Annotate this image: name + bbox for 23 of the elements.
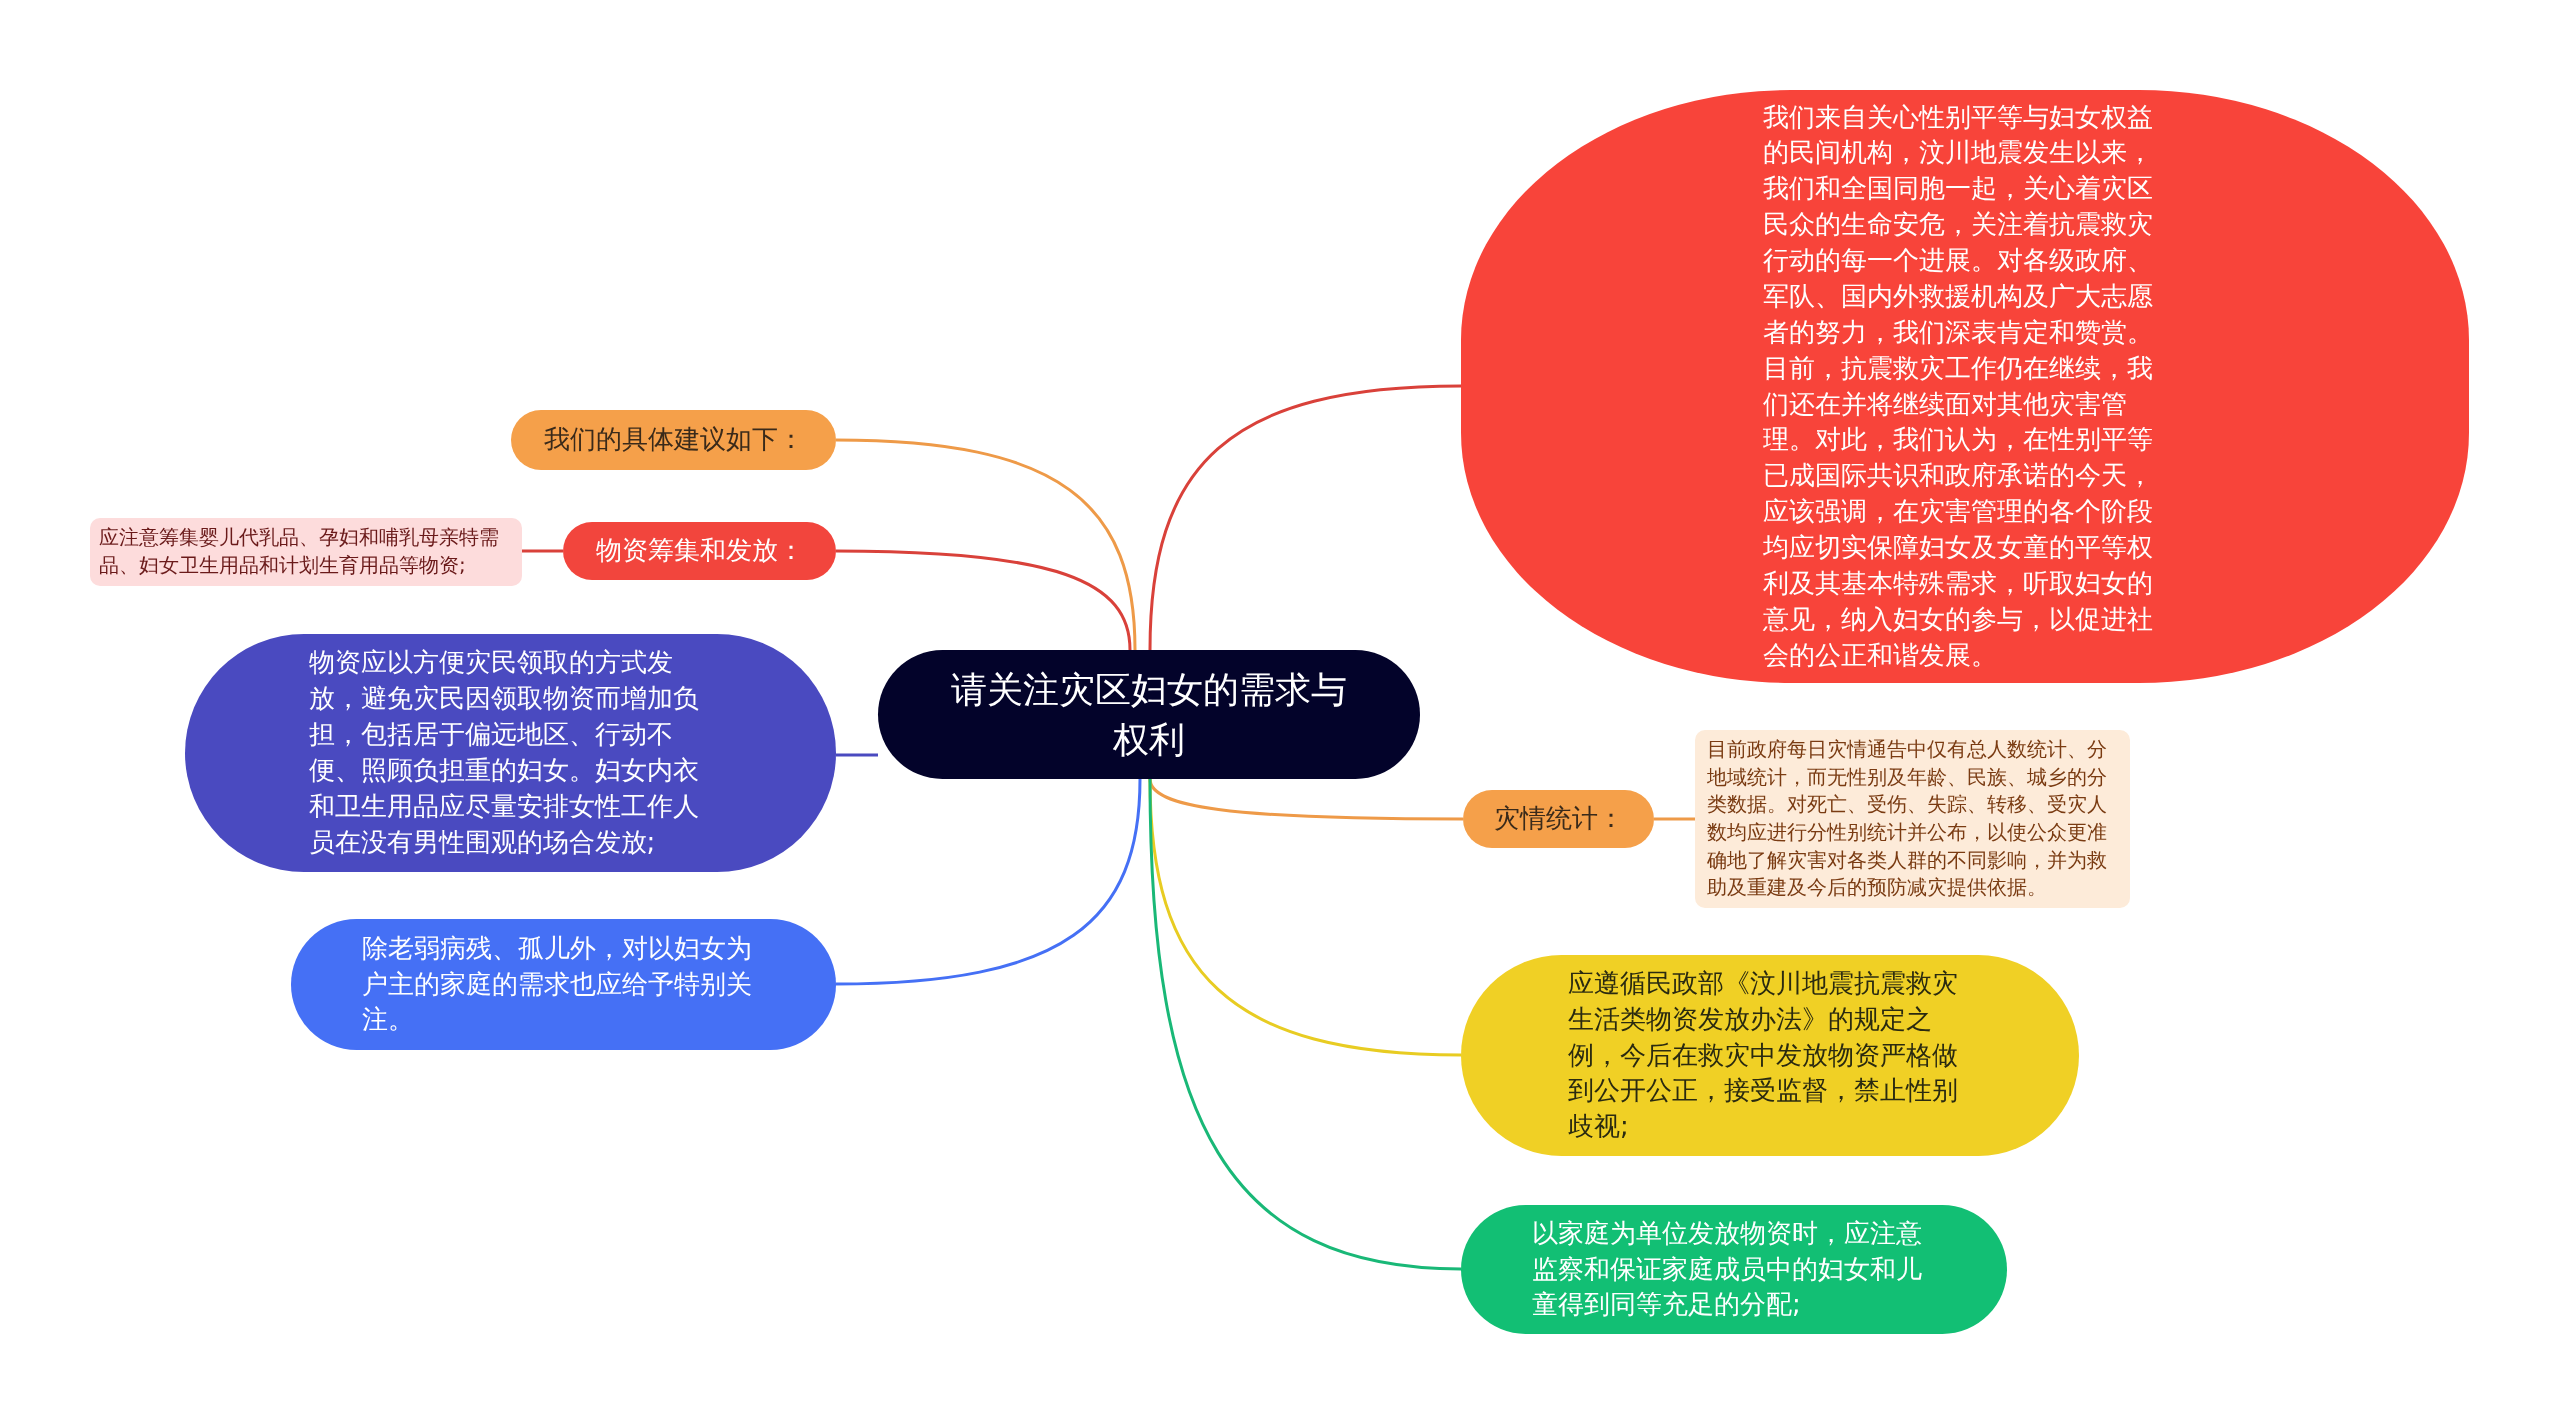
topic-text: 以家庭为单位发放物资时，应注意监察和保证家庭成员中的妇女和儿童得到同等充足的分配; [1532, 1216, 1923, 1322]
connector-line [836, 753, 878, 757]
topic-text: 请关注灾区妇女的需求与权利 [950, 667, 1348, 762]
connector-line [836, 549, 1132, 651]
connector-line [1148, 384, 1462, 651]
topic-text: 物资应以方便灾民领取的方式发放，避免灾民因领取物资而增加负担，包括居于偏远地区、行动不便、照顾负担重的妇女。妇女内衣和卫生用品应尽量安排女性工作人员在没有男性围观的场合发放; [308, 646, 700, 859]
topic-text: 灾情统计： [1492, 802, 1625, 836]
topic-text: 除老弱病残、孤儿外，对以妇女为户主的家庭的需求也应给予特别关注。 [361, 931, 753, 1037]
connector-line [835, 438, 1137, 651]
topic-bubble [563, 522, 836, 580]
note-box [90, 518, 522, 586]
connector-line [522, 549, 563, 553]
note-text: 应注意筹集婴儿代乳品、孕妇和哺乳母亲特需品、妇女卫生用品和计划生育用品等物资; [99, 524, 500, 579]
topic-text: 物资筹集和发放： [594, 534, 805, 568]
connector-line [1148, 778, 1462, 1271]
note-text: 目前政府每日灾情通告中仅有总人数统计、分地域统计，而无性别及年龄、民族、城乡的分类数据。对死亡、受伤、失踪、转移、受灾人数均应进行分性别统计并公布，以使公众更准确地了解灾害对各类人群的不同影响，并为救助及重建及今后的预防减灾提供依据。 [1706, 736, 2108, 902]
topic-text: 应遵循民政部《汶川地震抗震救灾生活类物资发放办法》的规定之例，今后在救灾中发放物资严格做到公开公正，接受监督，禁止性别歧视; [1568, 966, 1959, 1144]
topic-bubble [511, 410, 836, 470]
topic-bubble [1463, 790, 1654, 848]
connector-line [835, 778, 1142, 986]
connector-line [1654, 817, 1695, 821]
topic-text: 我们来自关心性别平等与妇女权益的民间机构，汶川地震发生以来，我们和全国同胞一起，关心着灾区民众的生命安危，关注着抗震救灾行动的每一个进展。对各级政府、军队、国内外救援机构及广大志愿者的努力，我们深表肯定和赞赏。目前，抗震救灾工作仍在继续，我们还在并将继续面对其他灾害管理。对此，我们认为，在性别平等已成国际共识和政府承诺的今天，应该强调，在灾害管理的各个阶段均应切实保障妇女及女童的平等权利及其基本特殊需求，听取妇女的意见，纳入妇女的参与，以促进社会的公正和谐发展。 [1763, 100, 2154, 672]
topic-text: 我们的具体建议如下： [542, 423, 805, 457]
